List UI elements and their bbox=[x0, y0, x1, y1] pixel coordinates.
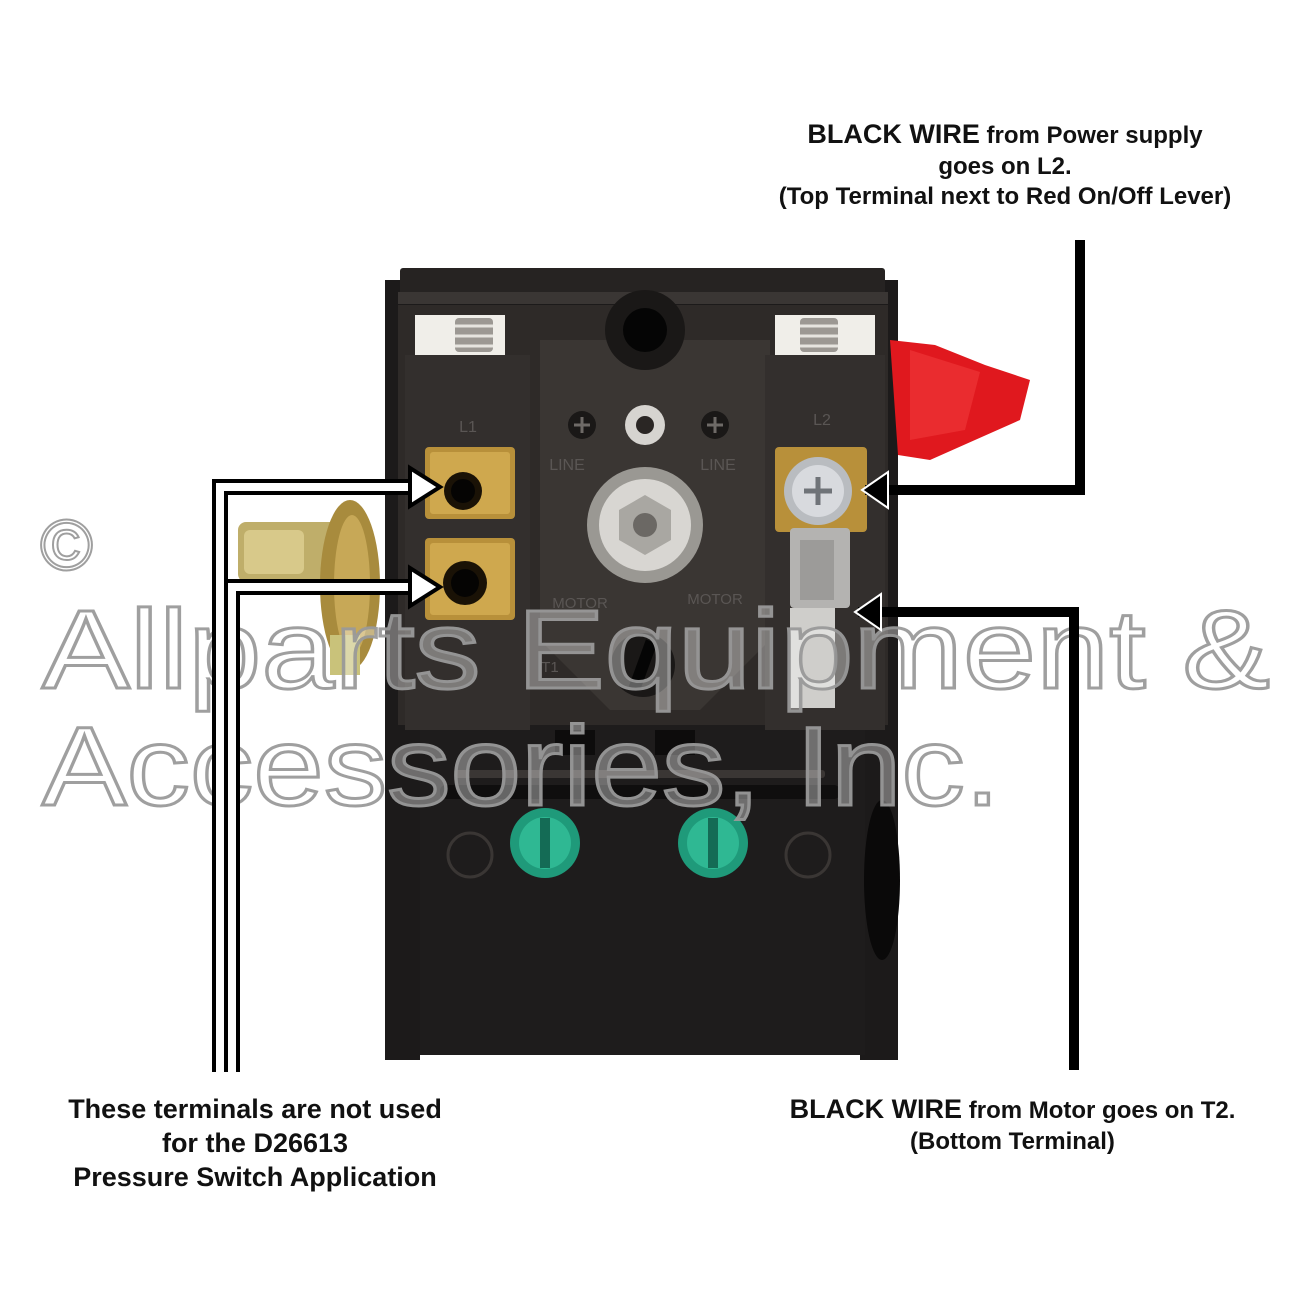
label-line-right: LINE bbox=[700, 457, 736, 474]
caption-power-supply: BLACK WIRE from Power supply goes on L2.… bbox=[730, 118, 1280, 212]
callout-l2 bbox=[860, 240, 1085, 510]
terminal-t1-bottom bbox=[425, 538, 515, 620]
ul-mark-right bbox=[784, 831, 832, 879]
top-cover bbox=[400, 268, 885, 298]
caption-power-supply-rest: from Power supply bbox=[986, 122, 1203, 149]
lower-body bbox=[420, 725, 865, 1055]
caption-motor-bold: BLACK WIRE bbox=[789, 1094, 963, 1124]
copyright-symbol: © bbox=[40, 506, 93, 586]
ground-screw-right bbox=[678, 808, 748, 878]
center-nut bbox=[587, 467, 703, 583]
caption-motor-line-2: (Bottom Terminal) bbox=[910, 1127, 1115, 1155]
ground-screw-left bbox=[510, 808, 580, 878]
arrow-t1 bbox=[408, 564, 444, 610]
callout-unused-terminals bbox=[212, 464, 444, 1084]
adjust-screw bbox=[625, 405, 665, 445]
label-motor-left: MOTOR bbox=[552, 595, 608, 612]
terminal-l2 bbox=[775, 447, 867, 532]
caption-power-supply-bold: BLACK WIRE bbox=[807, 119, 980, 149]
caption-power-supply-line-3: (Top Terminal next to Red On/Off Lever) bbox=[778, 182, 1232, 210]
caption-unused-line-3: Pressure Switch Application bbox=[73, 1161, 437, 1192]
watermark-line-2: Accessories, Inc. bbox=[42, 704, 1000, 829]
label-line-left: LINE bbox=[549, 457, 585, 474]
phillips-screw-left bbox=[568, 411, 596, 439]
label-motor-right: MOTOR bbox=[687, 591, 743, 608]
caption-unused-line-2: for the D26613 bbox=[161, 1127, 349, 1158]
callout-t2 bbox=[853, 592, 1079, 1070]
caption-power-supply-line-2: goes on L2. bbox=[938, 152, 1072, 180]
caption-motor-rest: from Motor goes on T2. bbox=[968, 1097, 1236, 1124]
caption-unused-line-1: These terminals are not used bbox=[68, 1094, 442, 1124]
arrow-l2 bbox=[860, 470, 889, 510]
caption-motor: BLACK WIRE from Motor goes on T2. (Botto… bbox=[740, 1093, 1285, 1157]
label-t1: T1 bbox=[541, 659, 559, 676]
slotted-screw bbox=[611, 633, 675, 697]
spring-right bbox=[800, 318, 838, 352]
terminal-t2 bbox=[790, 528, 850, 708]
side-fitting bbox=[238, 500, 380, 675]
phillips-screw-right bbox=[701, 411, 729, 439]
pressure-switch-device: L1 L2 LINE LINE MOTOR MOTOR T1 bbox=[238, 268, 1030, 1060]
caption-unused-terminals: These terminals are not used for the D26… bbox=[20, 1093, 490, 1194]
arrow-l1 bbox=[408, 464, 444, 510]
spring-left bbox=[455, 318, 493, 352]
label-l1: L1 bbox=[459, 419, 477, 436]
label-l2: L2 bbox=[813, 412, 831, 429]
terminal-l1-top bbox=[425, 447, 515, 519]
arrow-t2 bbox=[853, 592, 882, 632]
ul-mark-left bbox=[446, 831, 494, 879]
